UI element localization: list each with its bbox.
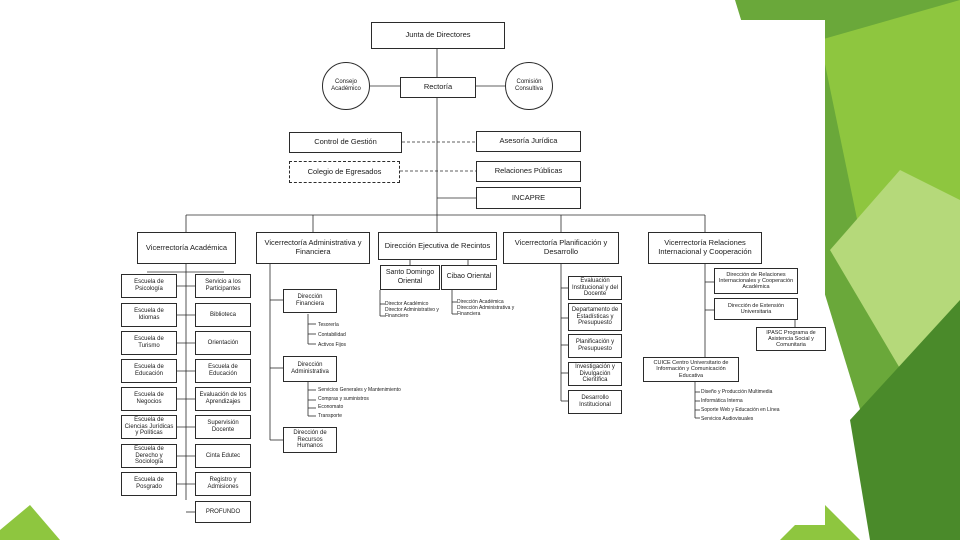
santo-domingo-oriental-box: Santo Domingo Oriental <box>380 265 440 290</box>
direccion-financiera-box: Dirección Financiera <box>283 289 337 313</box>
junta-directores-box: Junta de Directores <box>371 22 505 49</box>
servicio-box: PROFUNDO <box>195 501 251 523</box>
vrpd-item-box: Investigación y Divulgación Científica <box>568 362 622 386</box>
recursos-humanos-box: Dirección de Recursos Humanos <box>283 427 337 453</box>
vicerrectoria-planificacion-box: Vicerrectoría Planificación y Desarrollo <box>503 232 619 264</box>
santo-domingo-items: Director Académico Director Administrati… <box>385 301 439 319</box>
direccion-ejecutiva-recintos-box: Dirección Ejecutiva de Recintos <box>378 232 497 260</box>
vicerrectoria-relaciones-box: Vicerrectoría Relaciones Internacional y… <box>648 232 762 264</box>
relaciones-publicas-box: Relaciones Públicas <box>476 161 581 182</box>
comision-consultiva-oval: Comisión Consultiva <box>505 62 553 110</box>
vicerrectoria-academica-box: Vicerrectoría Académica <box>137 232 236 264</box>
servicio-box: Biblioteca <box>195 303 251 327</box>
cibao-oriental-box: Cibao Oriental <box>441 265 497 290</box>
control-gestion-box: Control de Gestión <box>289 132 402 153</box>
vicerrectoria-adm-fin-box: Vicerrectoría Administrativa y Financier… <box>256 232 370 264</box>
vrpd-item-box: Departamento de Estadísticas y Presupues… <box>568 303 622 331</box>
cuice-items: Diseño y Producción Multimedia Informáti… <box>701 389 780 422</box>
vrric-item-box: Dirección de Relaciones Internacionales … <box>714 268 798 294</box>
escuela-box: Escuela de Psicología <box>121 274 177 298</box>
servicio-box: Evaluación de los Aprendizajes <box>195 387 251 411</box>
escuela-box: Escuela de Derecho y Sociología <box>121 444 177 468</box>
servicio-box: Escuela de Educación <box>195 359 251 383</box>
escuela-box: Escuela de Idiomas <box>121 303 177 327</box>
servicio-box: Cinta Edutec <box>195 444 251 468</box>
ipasc-box: IPASC Programa de Asistencia Social y Co… <box>756 327 826 351</box>
cuice-box: CUICE Centro Universitario de Informació… <box>643 357 739 382</box>
servicio-box: Orientación <box>195 331 251 355</box>
consejo-academico-oval: Consejo Académico <box>322 62 370 110</box>
colegio-egresados-box: Colegio de Egresados <box>289 161 400 183</box>
rectoria-box: Rectoría <box>400 77 476 98</box>
direccion-administrativa-box: Dirección Administrativa <box>283 356 337 382</box>
cibao-items: Dirección Académica Dirección Administra… <box>457 299 515 317</box>
escuela-box: Escuela de Ciencias Jurídicas y Política… <box>121 415 177 439</box>
servicio-box: Supervisión Docente <box>195 415 251 439</box>
vrpd-item-box: Desarrollo Institucional <box>568 390 622 414</box>
escuela-box: Escuela de Educación <box>121 359 177 383</box>
escuela-box: Escuela de Turismo <box>121 331 177 355</box>
financiera-items: Tesorería Contabilidad Activos Fijos <box>318 322 347 348</box>
escuela-box: Escuela de Negocios <box>121 387 177 411</box>
vrpd-item-box: Planificación y Presupuesto <box>568 334 622 358</box>
servicio-box: Registro y Admisiones <box>195 472 251 496</box>
incapre-box: INCAPRE <box>476 187 581 209</box>
vrpd-item-box: Evaluación Institucional y del Docente <box>568 276 622 300</box>
asesoria-juridica-box: Asesoría Jurídica <box>476 131 581 152</box>
servicio-box: Servicio a los Participantes <box>195 274 251 298</box>
administrativa-items: Servicios Generales y Mantenimiento Comp… <box>318 387 401 420</box>
vrric-item-box: Dirección de Extensión Universitaria <box>714 298 798 320</box>
escuela-box: Escuela de Posgrado <box>121 472 177 496</box>
